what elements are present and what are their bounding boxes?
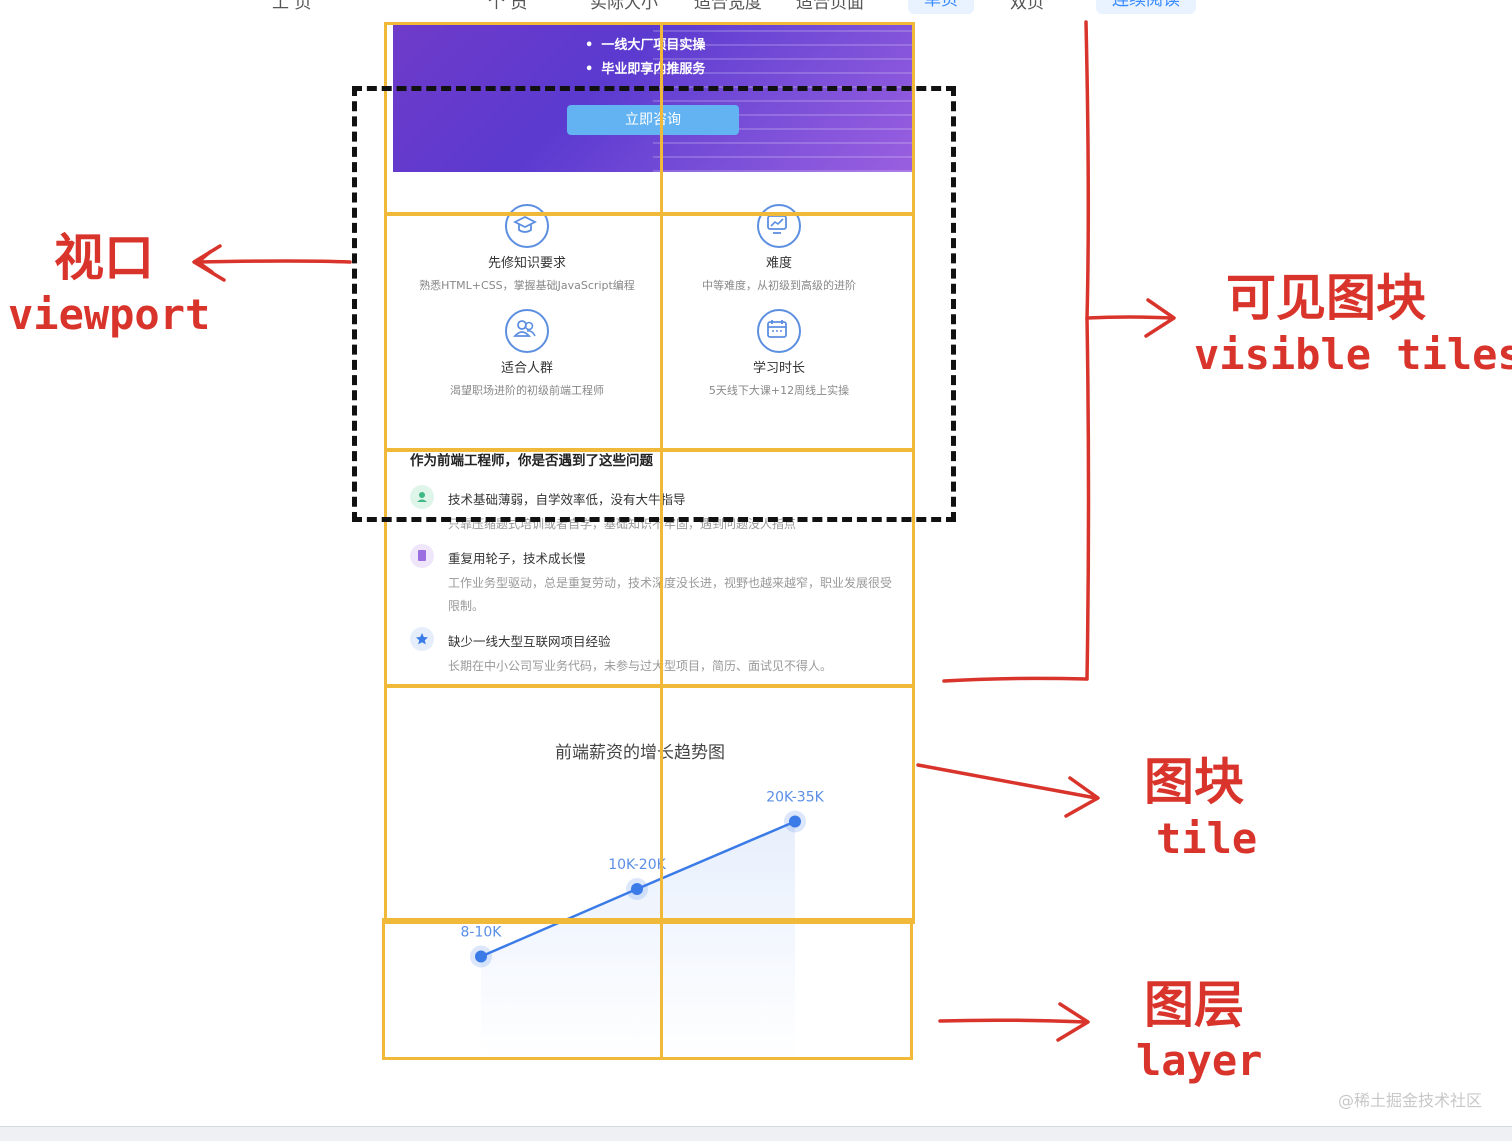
- salary-line-chart: 8-10K 10K-20K 20K-35K: [461, 790, 825, 1060]
- data-point: [789, 815, 801, 828]
- feature-title: 学习时长: [752, 361, 805, 376]
- tile-arrow: [916, 763, 1100, 818]
- top-toolbar: 工 页 个 员 实际大小 适合宽度 适合页面 单页 双页 连续阅读: [0, 0, 1512, 24]
- data-label: 8-10K: [461, 925, 503, 941]
- problem-title: 重复用轮子，技术成长慢: [448, 551, 586, 566]
- tile-label-cn: 图块: [1144, 753, 1244, 811]
- feature-desc: 5天线下大课+12周线上实操: [708, 384, 850, 397]
- banner-bullet: 一线大厂项目实操: [585, 34, 705, 53]
- document-icon: [410, 544, 434, 568]
- status-bar: [0, 1126, 1512, 1141]
- feature-difficulty: 难度 中等难度，从初级到高级的进阶: [654, 204, 904, 293]
- layer-arrow: [938, 1002, 1090, 1042]
- visible-tiles-label-en: visible tiles: [1194, 330, 1512, 379]
- problem-desc: 工作业务型驱动，总是重复劳动，技术深度没长进，视野也越来越窄，职业发展很受限制。: [448, 576, 893, 613]
- chart-title: 前端薪资的增长趋势图: [555, 743, 725, 763]
- feature-title: 先修知识要求: [487, 256, 566, 271]
- problems-title: 作为前端工程师，你是否遇到了这些问题: [410, 453, 653, 469]
- tile-label-en: tile: [1156, 814, 1258, 863]
- nav-item[interactable]: 工 页: [272, 0, 312, 13]
- feature-prerequisite: 先修知识要求 熟悉HTML+CSS，掌握基础JavaScript编程: [402, 204, 652, 293]
- nav-item-actual-size[interactable]: 实际大小: [590, 0, 658, 13]
- viewport-label-cn: 视口: [54, 229, 154, 287]
- nav-item-continuous[interactable]: 连续阅读: [1096, 0, 1196, 14]
- nav-item-fit-page[interactable]: 适合页面: [796, 0, 864, 13]
- nav-item-single-page[interactable]: 单页: [908, 0, 974, 14]
- visible-tiles-arrow: [942, 20, 1176, 683]
- feature-title: 适合人群: [500, 361, 553, 376]
- data-label: 20K-35K: [766, 790, 824, 806]
- graduation-cap-icon: [505, 204, 549, 248]
- tile: [660, 684, 915, 924]
- nav-item-fit-width[interactable]: 适合宽度: [694, 0, 762, 13]
- star-icon: [410, 627, 434, 651]
- data-point: [475, 950, 487, 963]
- problem-title: 缺少一线大型互联网项目经验: [448, 634, 611, 649]
- problem-item: 缺少一线大型互联网项目经验 长期在中小公司写业务代码，未参与过大型项目，简历、面…: [410, 627, 910, 673]
- data-point: [631, 883, 643, 895]
- consult-button[interactable]: 立即咨询: [567, 105, 739, 135]
- data-label: 10K-20K: [608, 857, 666, 873]
- feature-duration: 学习时长 5天线下大课+12周线上实操: [654, 309, 904, 398]
- visible-tiles-label-cn: 可见图块: [1226, 269, 1426, 327]
- feature-title: 难度: [765, 256, 792, 271]
- user-icon: [410, 485, 434, 509]
- nav-item[interactable]: 个 员: [488, 0, 528, 13]
- hero-banner: 一线大厂项目实操 毕业即享内推服务 立即咨询: [393, 22, 913, 172]
- layer-label-en: layer: [1136, 1036, 1263, 1085]
- tile: [660, 918, 913, 1060]
- feature-desc: 熟悉HTML+CSS，掌握基础JavaScript编程: [419, 279, 635, 292]
- nav-item-double-page[interactable]: 双页: [1010, 0, 1044, 13]
- users-icon: [505, 309, 549, 353]
- feature-desc: 中等难度，从初级到高级的进阶: [702, 279, 856, 292]
- viewport-label-en: viewport: [8, 290, 211, 339]
- watermark: @稀土掘金技术社区: [1337, 1091, 1482, 1110]
- chart-area: [481, 821, 795, 1060]
- layer-label-cn: 图层: [1144, 976, 1244, 1034]
- viewport-arrow: [192, 244, 352, 282]
- feature-desc: 渴望职场进阶的初级前端工程师: [450, 384, 604, 397]
- problem-title: 技术基础薄弱，自学效率低，没有大牛指导: [448, 492, 686, 507]
- feature-audience: 适合人群 渴望职场进阶的初级前端工程师: [402, 309, 652, 398]
- problem-item: 重复用轮子，技术成长慢 工作业务型驱动，总是重复劳动，技术深度没长进，视野也越来…: [410, 544, 910, 618]
- calendar-icon: [757, 309, 801, 353]
- chart-monitor-icon: [757, 204, 801, 248]
- banner-bullet: 毕业即享内推服务: [585, 58, 705, 77]
- problem-desc: 长期在中小公司写业务代码，未参与过大型项目，简历、面试见不得人。: [448, 659, 833, 673]
- viewport-frame: [352, 86, 956, 522]
